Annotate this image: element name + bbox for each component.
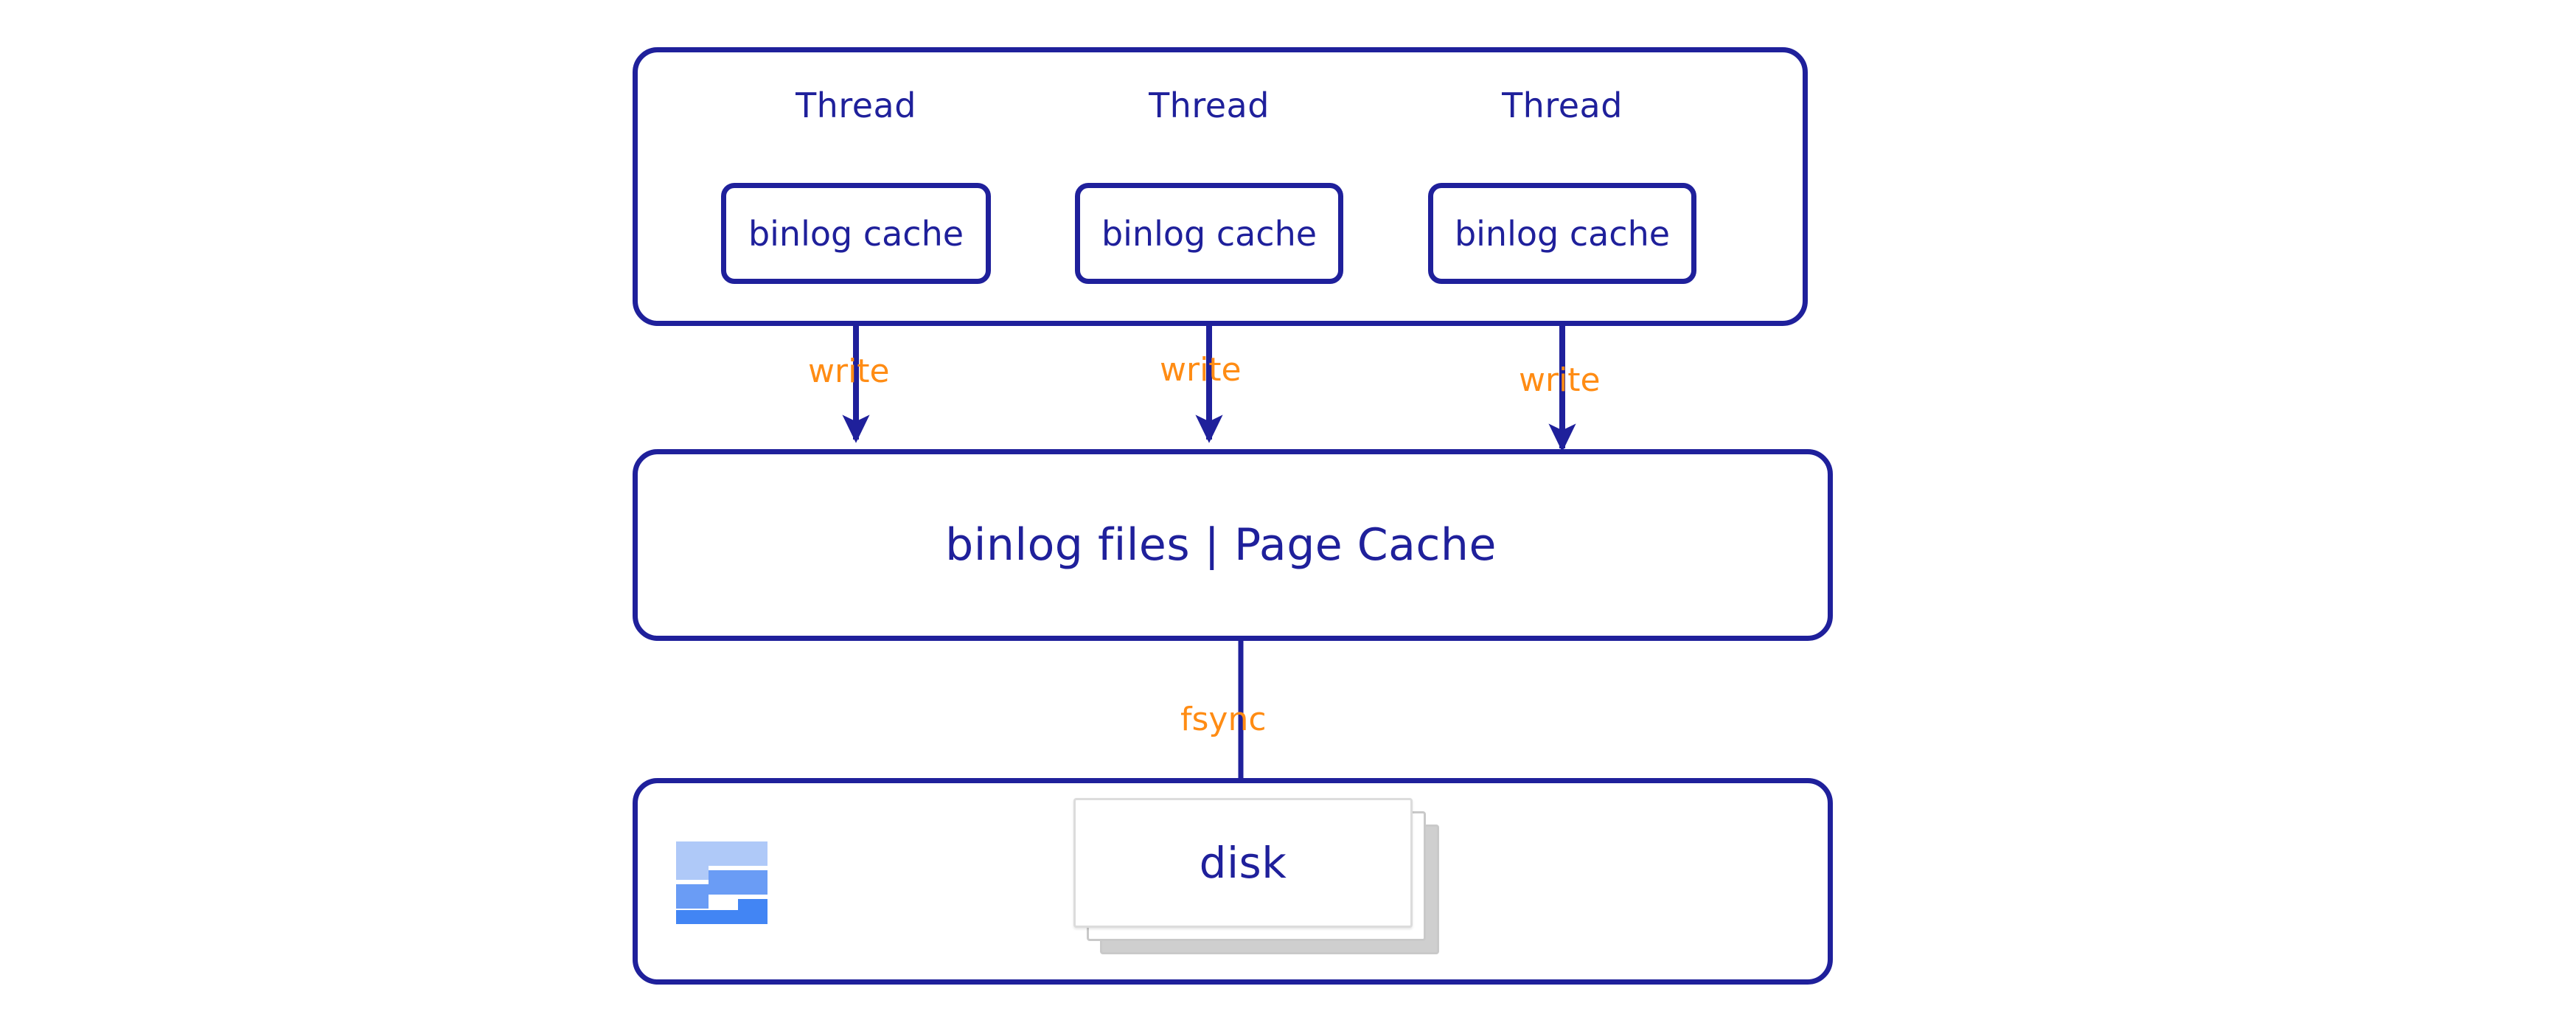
binlog-cache-label-2: binlog cache — [1101, 213, 1317, 254]
thread-title-3: Thread — [1502, 86, 1623, 125]
edge-label-write-3: write — [1519, 361, 1601, 399]
disk-card-front[interactable]: disk — [1073, 798, 1413, 928]
thread-title-2: Thread — [1149, 86, 1270, 125]
page-cache-panel: binlog files | Page Cache — [633, 449, 1833, 641]
binlog-cache-box-2[interactable]: binlog cache — [1075, 183, 1343, 284]
disk-label: disk — [1199, 838, 1287, 888]
stairs-icon — [676, 841, 767, 924]
edge-label-write-1: write — [808, 353, 890, 390]
edge-label-fsync: fsync — [1180, 701, 1267, 738]
binlog-cache-box-1[interactable]: binlog cache — [721, 183, 991, 284]
disk-card-stack: disk — [1073, 798, 1457, 957]
binlog-cache-label-3: binlog cache — [1454, 213, 1671, 254]
binlog-cache-box-3[interactable]: binlog cache — [1428, 183, 1696, 284]
page-cache-label: binlog files | Page Cache — [945, 519, 1497, 571]
stairs-icon-svg — [676, 841, 767, 924]
binlog-cache-label-1: binlog cache — [748, 213, 964, 254]
thread-title-1: Thread — [796, 86, 916, 125]
edge-label-write-2: write — [1160, 351, 1242, 389]
